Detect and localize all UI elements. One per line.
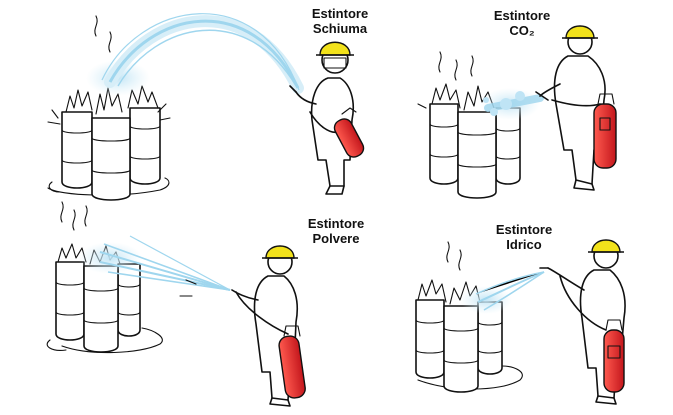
label-co2: Estintore CO₂ [482, 8, 562, 38]
label-co2-line2: CO₂ [482, 23, 562, 38]
firefighter-idrico [540, 240, 625, 404]
label-polvere-line2: Polvere [296, 231, 376, 246]
label-schiuma-line1: Estintore [300, 6, 380, 21]
panel-co2 [418, 26, 616, 198]
barrels-schiuma [62, 108, 160, 200]
panel-polvere [47, 202, 306, 406]
label-idrico-line2: Idrico [484, 237, 564, 252]
spray-idrico [460, 272, 544, 314]
panel-idrico [416, 240, 625, 404]
firefighter-co2 [536, 26, 616, 190]
label-idrico-line1: Estintore [484, 222, 564, 237]
label-polvere: Estintore Polvere [296, 216, 376, 246]
label-polvere-line1: Estintore [296, 216, 376, 231]
spray-schiuma [86, 14, 299, 96]
label-co2-line1: Estintore [482, 8, 562, 23]
label-schiuma-line2: Schiuma [300, 21, 380, 36]
label-idrico: Estintore Idrico [484, 222, 564, 252]
label-schiuma: Estintore Schiuma [300, 6, 380, 36]
panel-schiuma [48, 14, 366, 200]
firefighter-polvere [232, 246, 306, 406]
spray-co2 [480, 88, 540, 120]
firefighter-schiuma [290, 42, 366, 194]
